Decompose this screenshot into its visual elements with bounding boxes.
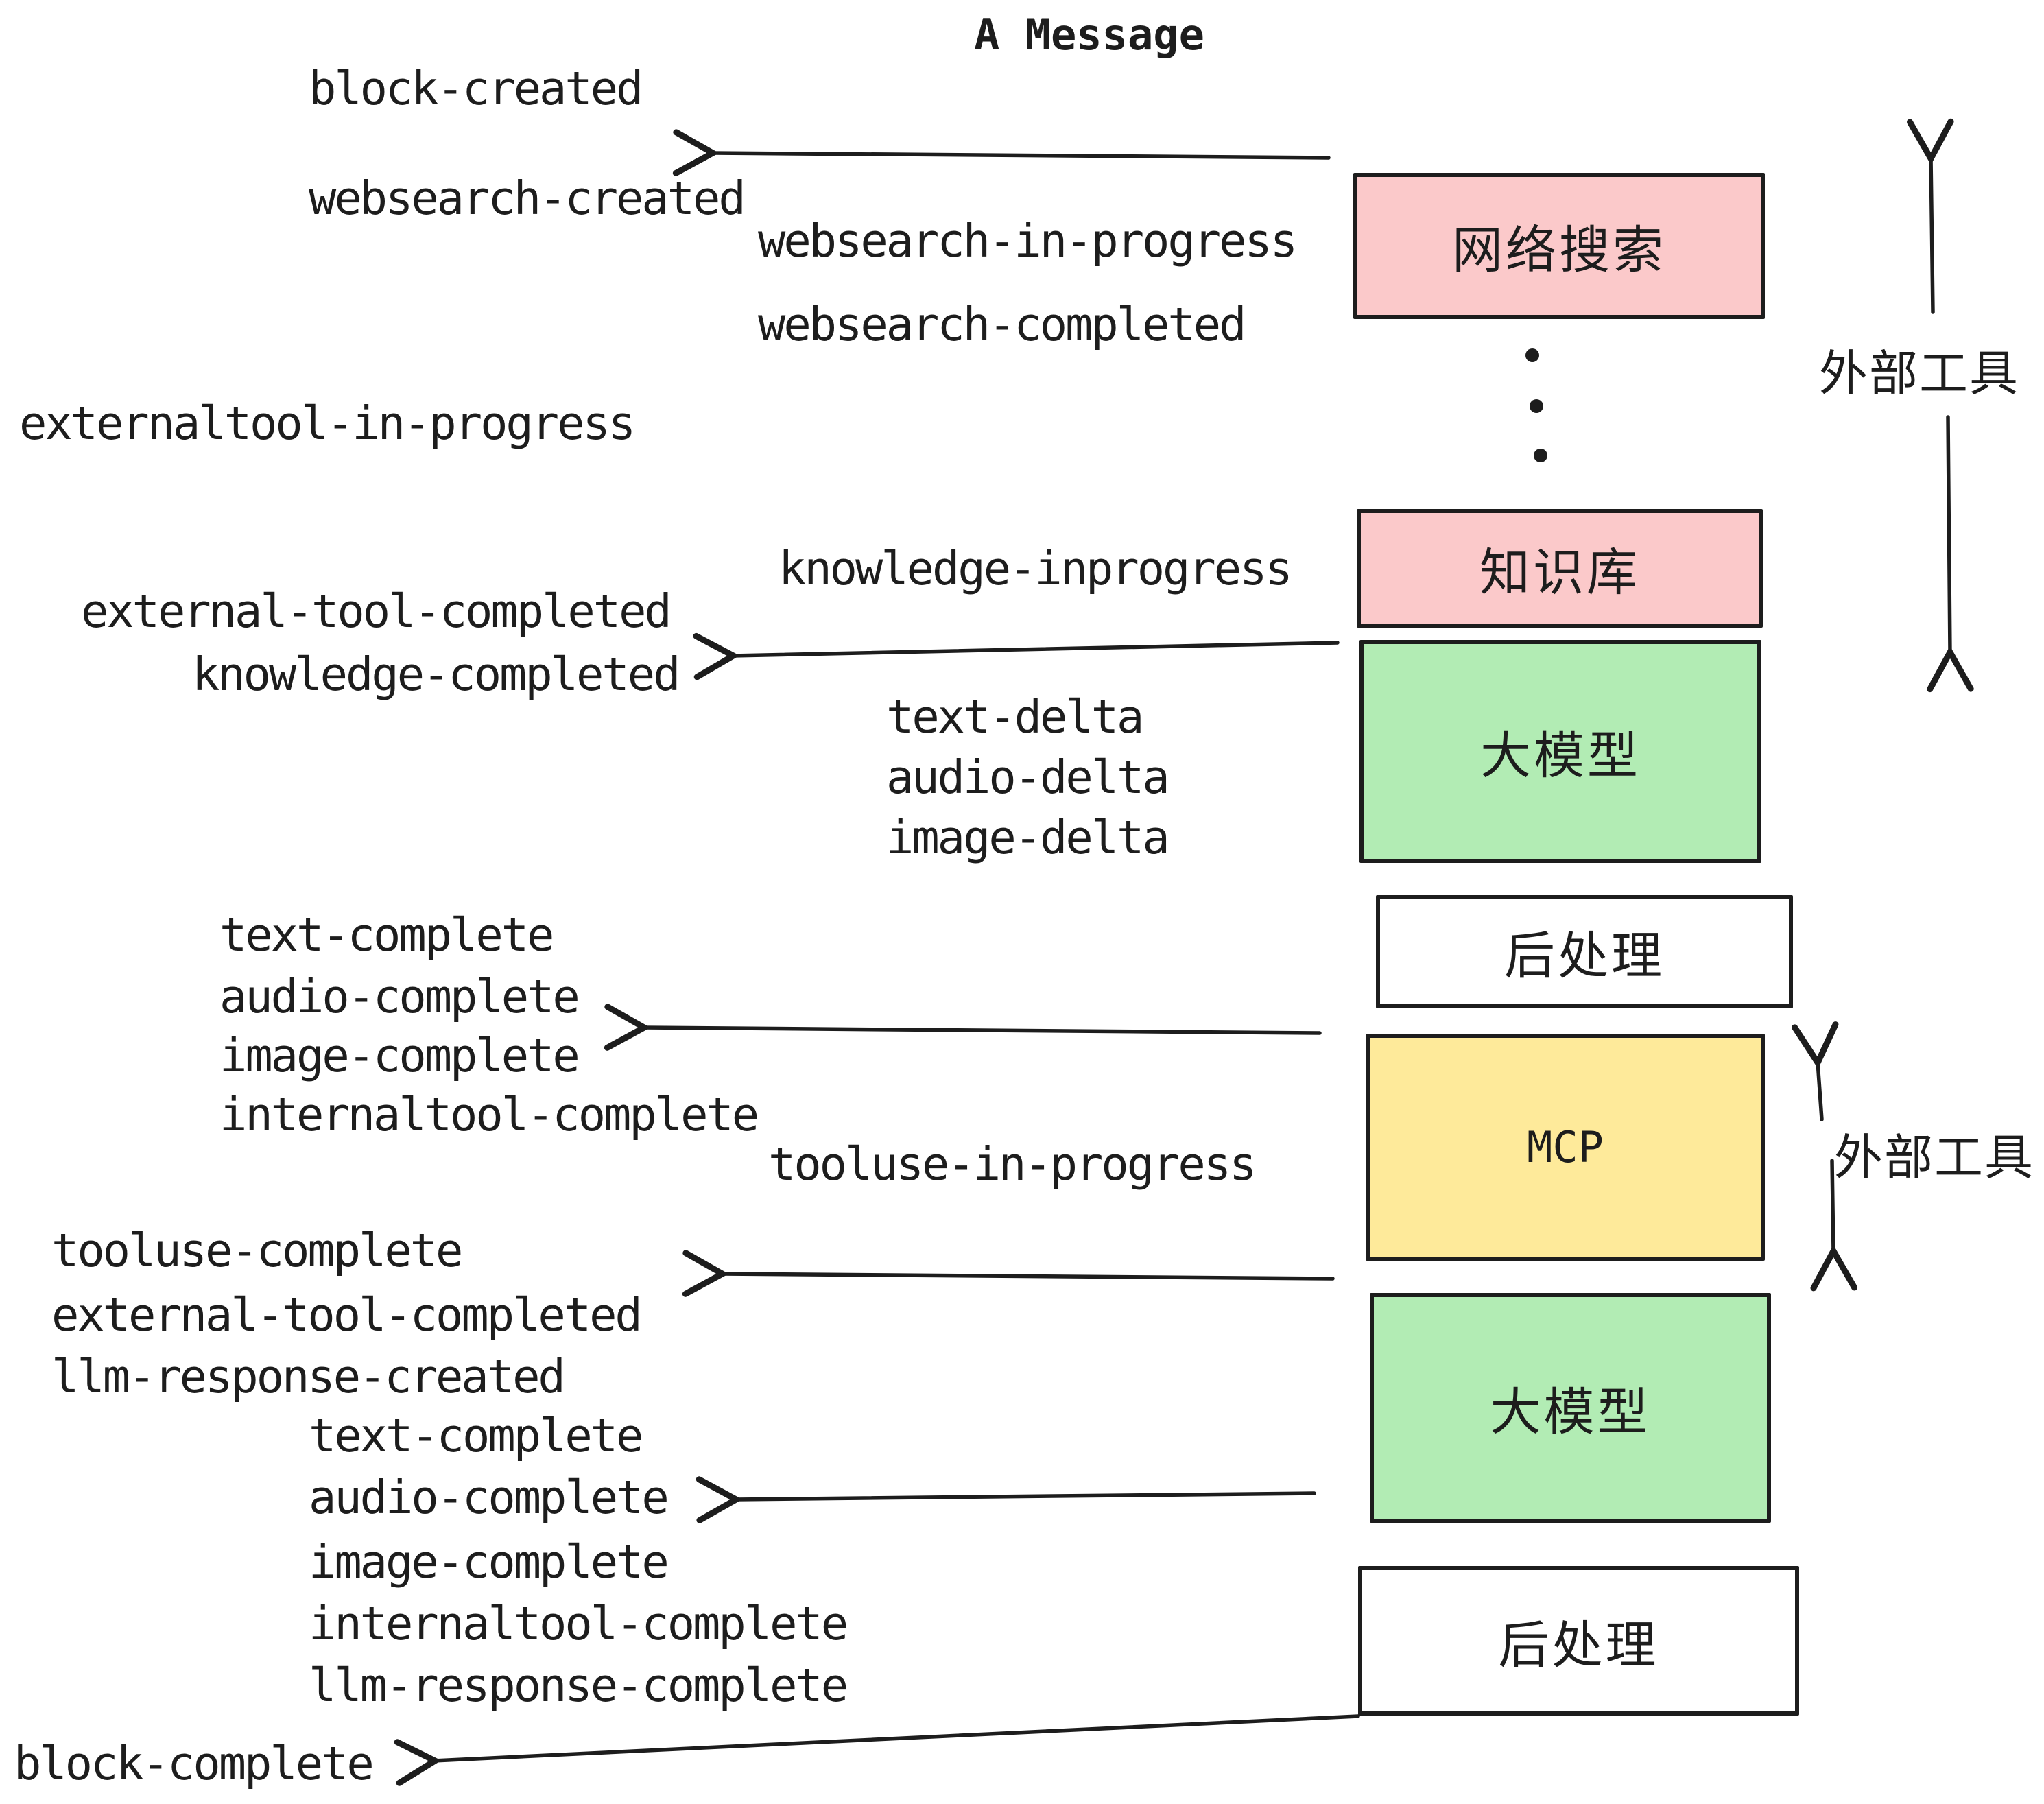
event-audio-delta: audio-delta [886,750,1170,804]
event-external-tool-completed: external-tool-completed [81,584,672,638]
box-knowledge-base-label: 知识库 [1479,544,1640,601]
external-tools-up-arrow [1907,118,1954,314]
event-image-complete: image-complete [219,1029,580,1082]
box-knowledge-base: 知识库 [1357,509,1763,628]
event-external-tool-completed-2: external-tool-completed [51,1288,643,1342]
external-tools-2-down-arrow [1810,1159,1858,1292]
box-mcp-label: MCP [1527,1122,1604,1172]
arrow-audio-complete [696,1476,1316,1523]
event-tooluse-complete: tooluse-complete [51,1224,463,1277]
box-web-search: 网络搜索 [1353,173,1765,319]
event-internaltool-complete: internaltool-complete [219,1088,759,1141]
arrow-websearch-created [672,129,1331,176]
event-audio-complete-2: audio-complete [309,1471,669,1524]
event-text-complete-2: text-complete [309,1409,643,1462]
event-knowledge-completed: knowledge-completed [192,648,680,701]
diagram-title: A Message [974,10,1204,60]
event-websearch-created: websearch-created [309,171,746,225]
external-tools-label-2: 外部工具 [1834,1131,2035,1185]
external-tools-label-1: 外部工具 [1819,347,2020,401]
event-text-complete: text-complete [219,908,554,962]
box-llm-2-label: 大模型 [1490,1384,1651,1440]
box-post-processing-2: 后处理 [1358,1566,1799,1716]
external-tools-2-up-arrow [1792,1021,1839,1121]
box-llm-1: 大模型 [1359,640,1761,863]
event-externaltool-in-progress: externaltool-in-progress [19,396,636,450]
box-llm-1-label: 大模型 [1480,727,1641,784]
arrow-knowledge-completed [693,632,1340,680]
event-websearch-completed: websearch-completed [758,298,1246,351]
box-llm-2: 大模型 [1370,1293,1771,1523]
box-web-search-label: 网络搜索 [1452,222,1666,278]
box-post-processing-2-label: 后处理 [1498,1616,1659,1674]
box-post-processing-1: 后处理 [1376,895,1793,1008]
event-knowledge-inprogress: knowledge-inprogress [779,542,1293,595]
box-post-processing-1-label: 后处理 [1504,927,1665,984]
arrow-tooluse-complete [682,1250,1335,1297]
arrow-image-complete [604,1004,1322,1051]
box-mcp: MCP [1366,1034,1765,1261]
event-text-delta: text-delta [886,690,1144,744]
event-llm-response-created: llm-response-created [51,1350,566,1403]
arrow-block-complete [394,1714,1360,1786]
event-tooluse-in-progress: tooluse-in-progress [768,1137,1257,1191]
event-image-complete-2: image-complete [309,1535,669,1589]
external-tools-down-arrow [1927,415,1974,693]
event-image-delta: image-delta [886,811,1170,864]
event-block-complete: block-complete [14,1737,375,1790]
event-llm-response-complete: llm-response-complete [309,1659,848,1712]
event-block-created: block-created [309,62,643,115]
ellipsis-dots [1525,348,1547,462]
event-websearch-in-progress: websearch-in-progress [758,214,1298,268]
event-audio-complete: audio-complete [219,970,580,1023]
event-internaltool-complete-2: internaltool-complete [309,1597,848,1650]
